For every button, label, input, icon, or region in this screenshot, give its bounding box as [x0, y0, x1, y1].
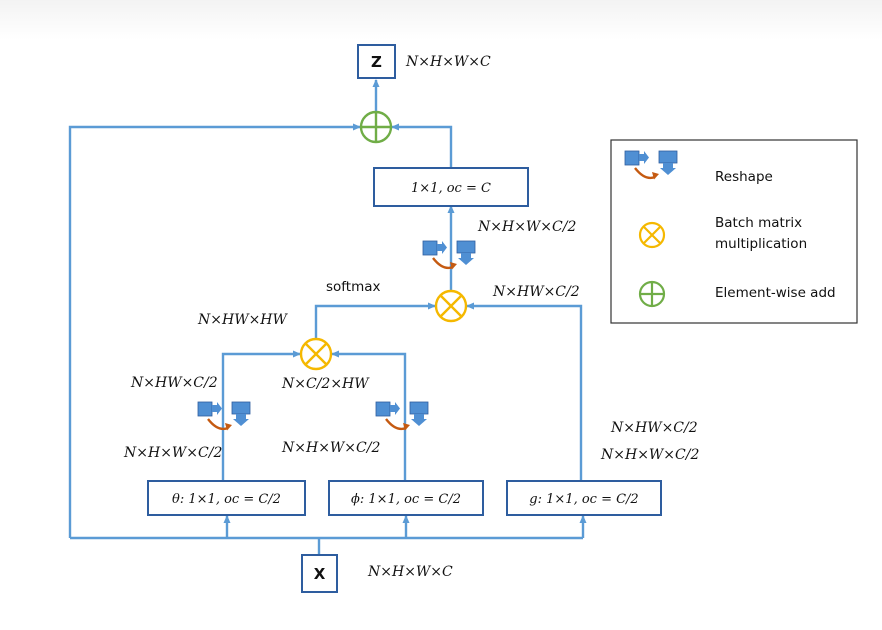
phi-top-shape: N×C/2×HW — [281, 376, 370, 392]
legend-add-label: Element-wise add — [715, 285, 836, 301]
top-fade — [0, 0, 882, 40]
x-node: X — [301, 554, 338, 593]
conv-to-add-line — [391, 123, 453, 168]
phi-conv-label: ϕ: 1×1, oc = C/2 — [351, 492, 461, 507]
g-to-mul-line — [466, 302, 583, 481]
multiply-operator-top-icon — [434, 289, 468, 323]
g-conv-box: g: 1×1, oc = C/2 — [506, 480, 662, 516]
legend-batch-mm-line2: multiplication — [715, 236, 807, 252]
theta-conv-box: θ: 1×1, oc = C/2 — [147, 480, 306, 516]
x-label: X — [314, 565, 326, 583]
z-label: Z — [371, 53, 382, 71]
legend-batch-mm-line1: Batch matrix — [715, 215, 802, 231]
theta-conv-label: θ: 1×1, oc = C/2 — [172, 492, 281, 507]
x-shape: N×H×W×C — [367, 564, 453, 580]
phi-bottom-shape: N×H×W×C/2 — [281, 440, 380, 456]
multiply-legend-icon — [638, 221, 666, 249]
attn-to-mul-line — [314, 302, 436, 338]
connectors — [68, 79, 587, 555]
theta-bottom-shape: N×H×W×C/2 — [123, 445, 222, 461]
softmax-label: softmax — [326, 279, 381, 295]
reshape-icon — [421, 239, 477, 271]
add-legend-icon — [638, 280, 666, 308]
g-branch-in-shape: N×HW×C/2 — [492, 284, 580, 300]
theta-top-shape: N×HW×C/2 — [130, 375, 218, 391]
add-operator-icon — [359, 110, 393, 144]
output-conv-label: 1×1, oc = C — [411, 181, 491, 196]
g-bottom-shape: N×H×W×C/2 — [600, 447, 699, 463]
z-shape: N×H×W×C — [405, 54, 491, 70]
phi-to-mul-line — [331, 350, 407, 481]
residual-line — [68, 123, 361, 538]
output-conv-box: 1×1, oc = C — [373, 167, 529, 207]
phi-conv-box: ϕ: 1×1, oc = C/2 — [328, 480, 484, 516]
g-conv-label: g: 1×1, oc = C/2 — [529, 492, 638, 507]
multiply-operator-bottom-icon — [299, 337, 333, 371]
attn-shape: N×HW×HW — [197, 312, 289, 328]
g-top-shape: N×HW×C/2 — [610, 420, 698, 436]
legend: Reshape Batch matrix multiplication Elem… — [610, 139, 858, 324]
pre-conv-shape: N×H×W×C/2 — [477, 219, 576, 235]
legend-reshape-label: Reshape — [715, 169, 773, 185]
z-node: Z — [357, 44, 396, 79]
theta-to-mul-line — [221, 350, 301, 481]
reshape-icon — [374, 400, 430, 432]
